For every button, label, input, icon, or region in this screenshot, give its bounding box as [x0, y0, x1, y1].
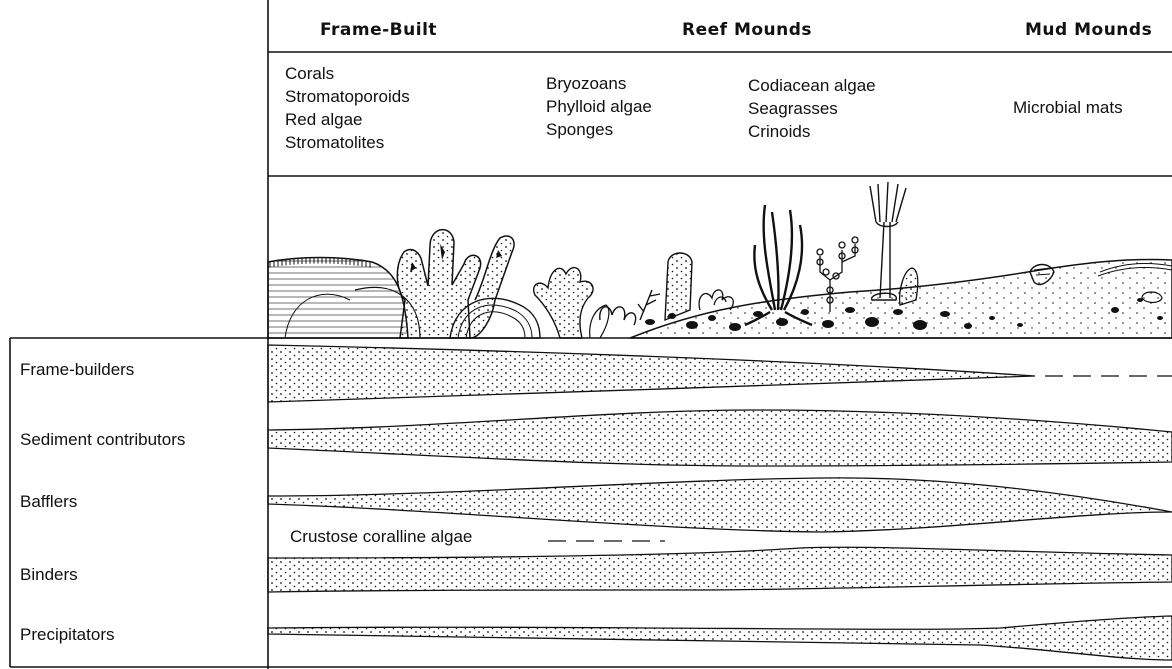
band-binders — [268, 547, 1172, 592]
organism-red-algae: Red algae — [285, 108, 410, 131]
header-mud-mounds: Mud Mounds — [1025, 20, 1152, 40]
organism-seagrasses: Seagrasses — [748, 97, 876, 120]
organism-crinoids: Crinoids — [748, 120, 876, 143]
header-reef-mounds: Reef Mounds — [682, 20, 812, 40]
bryozoan-colony — [534, 268, 609, 338]
organism-corals: Corals — [285, 62, 410, 85]
header-frame-built: Frame-Built — [320, 20, 437, 40]
branching-coral — [397, 230, 514, 338]
role-binders: Binders — [20, 565, 78, 585]
organism-phylloid-algae: Phylloid algae — [546, 95, 652, 118]
organism-list-frame-built: Corals Stromatoporoids Red algae Stromat… — [285, 62, 410, 154]
organism-list-reef-mounds-2: Codiacean algae Seagrasses Crinoids — [748, 74, 876, 143]
organism-bryozoans: Bryozoans — [546, 72, 652, 95]
role-frame-builders: Frame-builders — [20, 360, 134, 380]
organism-codiacean-algae: Codiacean algae — [748, 74, 876, 97]
crinoid — [870, 182, 906, 300]
organism-list-mud-mounds: Microbial mats — [1013, 96, 1123, 119]
band-bafflers — [268, 478, 1172, 532]
organism-sponges: Sponges — [546, 118, 652, 141]
sponge — [665, 253, 692, 320]
band-sediment-contributors — [268, 410, 1172, 466]
role-precipitators: Precipitators — [20, 625, 114, 645]
band-frame-builders — [268, 345, 1172, 402]
organism-microbial-mats: Microbial mats — [1013, 96, 1123, 119]
organism-stromatoporoids: Stromatoporoids — [285, 85, 410, 108]
organism-stromatolites: Stromatolites — [285, 131, 410, 154]
band-precipitators — [268, 616, 1172, 660]
role-bafflers: Bafflers — [20, 492, 77, 512]
annotation-crustose-coralline-algae: Crustose coralline algae — [290, 527, 472, 547]
role-sediment-contributors: Sediment contributors — [20, 430, 185, 450]
organism-list-reef-mounds-1: Bryozoans Phylloid algae Sponges — [546, 72, 652, 141]
small-bryozoans — [699, 290, 733, 310]
small-sponge — [900, 268, 918, 305]
